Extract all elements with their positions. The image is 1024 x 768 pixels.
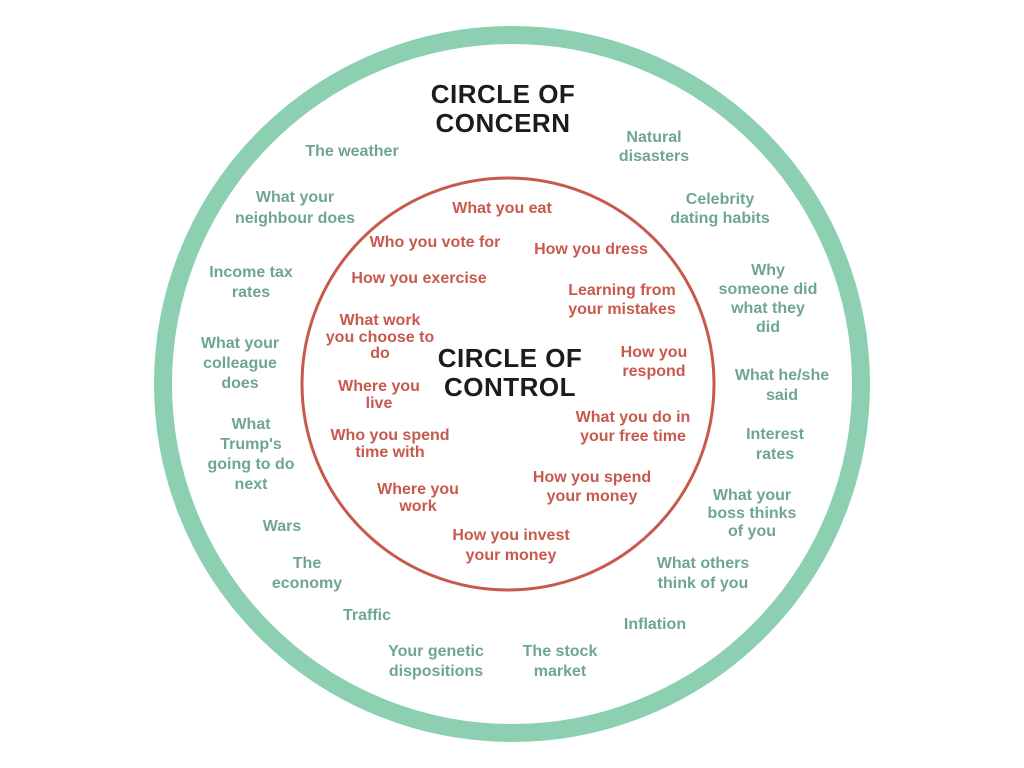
concern-item: What Trump's going to do next [207, 416, 295, 493]
control-item: How you spend your money [532, 469, 652, 505]
concern-item: The economy [271, 555, 343, 592]
control-item: How you respond [620, 344, 688, 380]
circle-of-concern-title: CIRCLE OF CONCERN [430, 79, 576, 138]
control-item: What work you choose to do [325, 312, 435, 362]
control-item: Where you live [338, 378, 420, 412]
concern-item: Natural disasters [618, 129, 690, 165]
control-item: Learning from your mistakes [568, 282, 676, 318]
concern-item: Celebrity dating habits [670, 191, 770, 227]
concern-item: Income tax rates [209, 264, 293, 301]
concern-item: Traffic [342, 607, 392, 624]
concern-item: What others think of you [656, 555, 750, 592]
circle-of-concern-ring [154, 26, 870, 742]
control-item: How you exercise [351, 270, 487, 287]
concern-item: What your neighbour does [235, 189, 355, 227]
concern-item: The weather [305, 143, 399, 160]
concern-item: The stock market [522, 643, 598, 680]
control-item: How you dress [534, 241, 648, 258]
control-item: Who you vote for [369, 234, 501, 251]
control-item: What you eat [452, 200, 552, 217]
concern-item: Inflation [623, 616, 687, 633]
control-item: Where you work [377, 481, 459, 515]
concern-item: What he/she said [734, 367, 830, 404]
control-item: What you do in your free time [575, 409, 691, 445]
concern-item: Interest rates [746, 426, 804, 463]
circle-of-control-title: CIRCLE OF CONTROL [437, 343, 583, 402]
concern-item: What your colleague does [200, 335, 280, 392]
control-item: Who you spend time with [330, 427, 450, 461]
concern-item: What your boss thinks of you [707, 487, 797, 540]
concern-item: Why someone did what they did [718, 262, 818, 336]
concern-item: Wars [262, 518, 302, 535]
concern-item: Your genetic dispositions [388, 643, 484, 680]
control-item: How you invest your money [452, 527, 570, 564]
circle-of-control-ring [300, 176, 716, 592]
